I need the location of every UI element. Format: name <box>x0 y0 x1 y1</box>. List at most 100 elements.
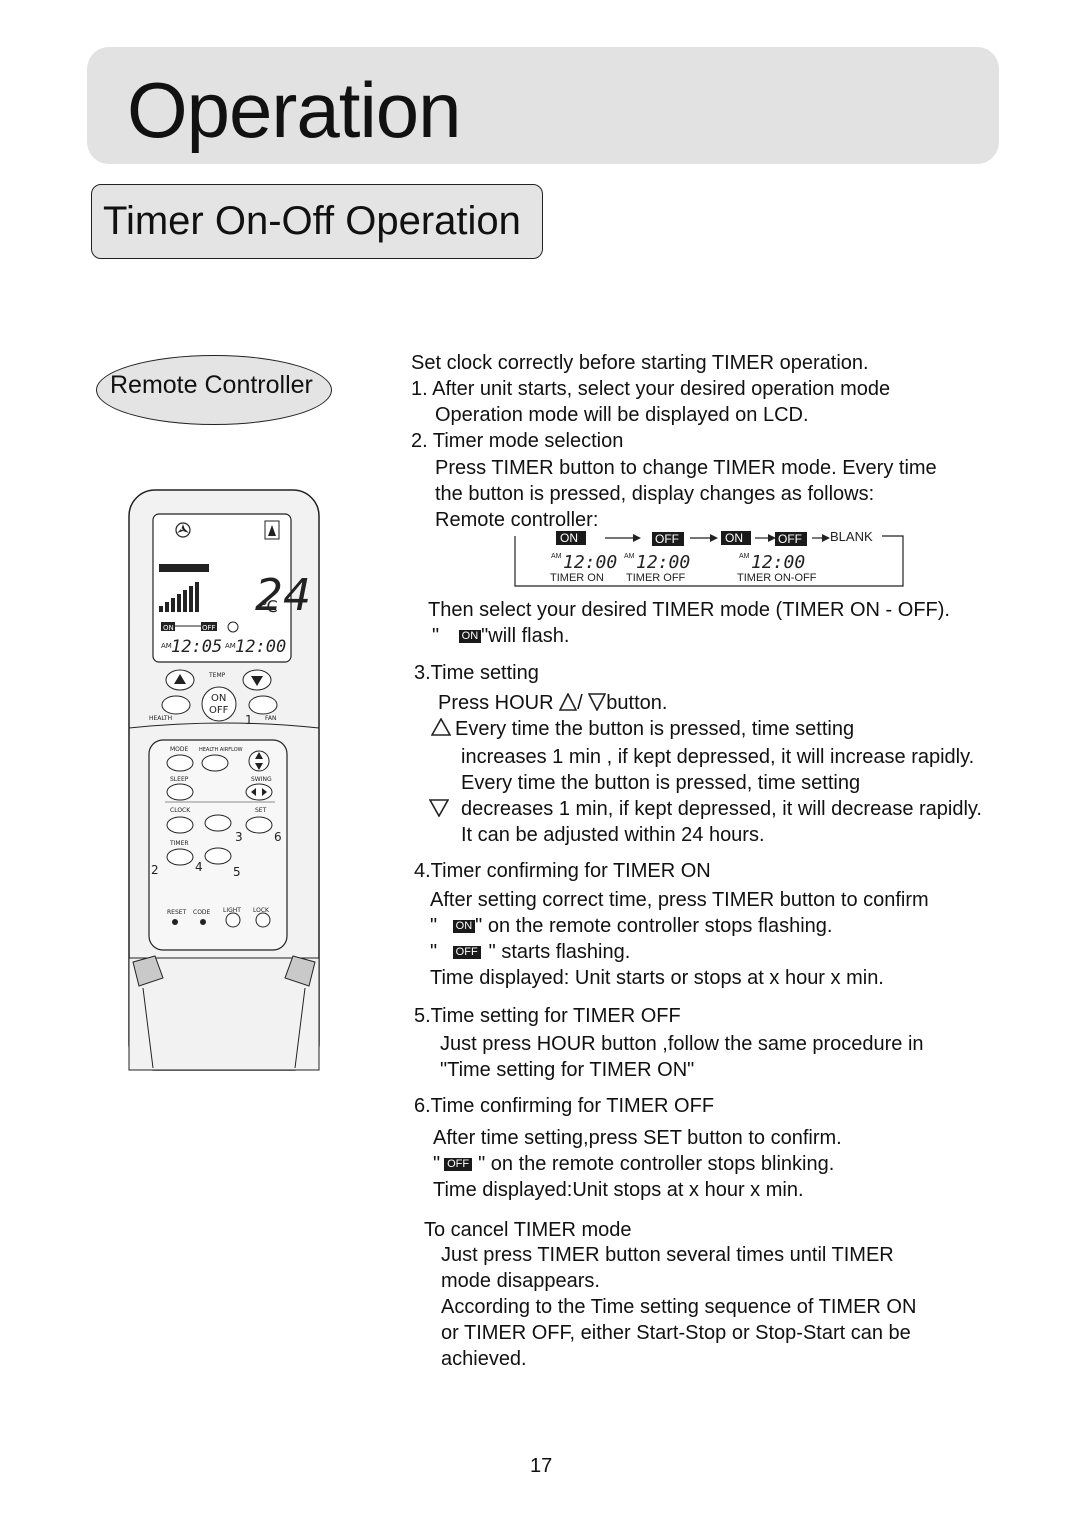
step4-line-d: Time displayed: Unit starts or stops at … <box>430 967 884 989</box>
svg-text:SWING: SWING <box>251 776 272 783</box>
lcd-am-1: AM <box>161 642 172 650</box>
step3-line-c: increases 1 min , if kept depressed, it … <box>461 746 975 768</box>
svg-text:RESET: RESET <box>167 909 187 916</box>
health-airflow-button <box>201 754 229 772</box>
title-banner <box>87 47 999 164</box>
step4-line-a: After setting correct time, press TIMER … <box>430 889 929 911</box>
step4-line-b: " ON" on the remote controller stops fla… <box>430 915 833 937</box>
diagram-caption-3: TIMER ON-OFF <box>737 572 817 584</box>
fan-button <box>248 695 278 715</box>
mode-icon <box>264 520 280 540</box>
remote-controller-illustration: 24 ℃ ON OFF AM 12:05 AM 12:00 TEMP ON OF… <box>128 489 320 1071</box>
svg-text:OFF: OFF <box>209 705 229 716</box>
lcd-screen <box>152 513 292 663</box>
light-button <box>225 912 241 928</box>
diagram-time-3: 12:00 <box>751 552 805 573</box>
step3-line-a: Press HOUR / button. <box>438 692 668 714</box>
svg-text:TIMER: TIMER <box>169 840 189 847</box>
diagram-time-1: 12:00 <box>563 552 617 573</box>
step4-line-c: " OFF" starts flashing. <box>430 941 631 963</box>
svg-text:SET: SET <box>255 807 267 814</box>
signal-icon <box>159 582 199 612</box>
mode-button <box>166 754 194 772</box>
step-marker-1: 1 <box>245 713 253 727</box>
then-line-b: " ON"will flash. <box>432 625 570 647</box>
diagram-time-2: 12:00 <box>636 552 690 573</box>
diagram-off-2: OFF <box>778 532 802 546</box>
then-line-a: Then select your desired TIMER mode (TIM… <box>428 599 950 621</box>
diagram-blank: BLANK <box>830 529 873 544</box>
timer-button <box>166 848 194 866</box>
step6-heading: 6.Time confirming for TIMER OFF <box>414 1095 715 1117</box>
step-marker-3: 3 <box>235 830 243 844</box>
triangle-down-icon <box>587 693 607 712</box>
lcd-off-indicator: OFF <box>202 624 216 632</box>
intro-text: Set clock correctly before starting TIME… <box>411 352 869 374</box>
off-badge: OFF <box>444 1158 473 1172</box>
step5-line-b: "Time setting for TIMER ON" <box>440 1059 695 1081</box>
svg-text:LIGHT: LIGHT <box>223 907 241 914</box>
step1-line-b: Operation mode will be displayed on LCD. <box>435 404 809 426</box>
svg-text:AM: AM <box>624 553 635 560</box>
cancel-line-c: According to the Time setting sequence o… <box>441 1296 917 1318</box>
cancel-line-e: achieved. <box>441 1348 527 1370</box>
hour-down-button <box>204 847 232 865</box>
step-marker-6: 6 <box>274 830 282 844</box>
lcd-time-2: 12:00 <box>235 637 286 657</box>
step2-heading: 2. Timer mode selection <box>411 430 624 452</box>
step5-line-a: Just press HOUR button ,follow the same … <box>440 1033 924 1055</box>
set-button <box>245 816 273 834</box>
svg-text:AM: AM <box>551 553 562 560</box>
section-banner <box>91 184 543 259</box>
step6-line-b: "OFF" on the remote controller stops bli… <box>433 1153 835 1175</box>
step5-heading: 5.Time setting for TIMER OFF <box>414 1005 681 1027</box>
svg-text:HEALTH AIRFLOW: HEALTH AIRFLOW <box>199 747 243 753</box>
step3-heading: 3.Time setting <box>414 662 539 684</box>
step3-line-f: It can be adjusted within 24 hours. <box>461 824 765 846</box>
page-title: Operation <box>127 66 462 154</box>
cancel-line-d: or TIMER OFF, either Start-Stop or Stop-… <box>441 1322 911 1344</box>
airflow-updown-button <box>248 750 270 772</box>
step3-line-d: Every time the button is pressed, time s… <box>461 772 861 794</box>
page-number: 17 <box>530 1455 553 1477</box>
lcd-am-2: AM <box>225 642 236 650</box>
diagram-caption-1: TIMER ON <box>550 572 604 584</box>
svg-text:SLEEP: SLEEP <box>170 776 189 783</box>
cancel-line-b: mode disappears. <box>441 1270 600 1292</box>
fan-icon <box>175 522 191 538</box>
off-badge: OFF <box>452 946 481 960</box>
svg-text:MODE: MODE <box>170 746 189 753</box>
on-badge: ON <box>452 920 476 934</box>
swing-button <box>245 783 273 801</box>
svg-text:CODE: CODE <box>193 909 211 916</box>
step3-line-b: Every time the button is pressed, time s… <box>455 718 855 740</box>
temp-label: TEMP <box>208 672 226 679</box>
triangle-up-icon <box>558 692 578 711</box>
diagram-off-1: OFF <box>655 532 679 546</box>
cancel-heading: To cancel TIMER mode <box>424 1219 632 1241</box>
remote-label: Remote Controller <box>110 371 313 399</box>
triangle-down-icon <box>429 799 449 817</box>
step-marker-5: 5 <box>233 865 241 879</box>
cancel-line-a: Just press TIMER button several times un… <box>441 1244 894 1266</box>
step6-line-a: After time setting,press SET button to c… <box>433 1127 842 1149</box>
diagram-caption-2: TIMER OFF <box>626 572 686 584</box>
svg-text:CLOCK: CLOCK <box>170 807 191 814</box>
clock-button <box>166 816 194 834</box>
step2-line-a: Press TIMER button to change TIMER mode.… <box>435 457 937 479</box>
power-button <box>201 686 237 722</box>
step2-line-b: the button is pressed, display changes a… <box>435 483 875 505</box>
step1-line-a: 1. After unit starts, select your desire… <box>411 378 891 400</box>
triangle-up-icon <box>431 718 451 736</box>
section-title: Timer On-Off Operation <box>103 199 521 243</box>
step-marker-2: 2 <box>151 863 159 877</box>
on-badge: ON <box>458 630 482 644</box>
airflow-icon <box>159 564 209 572</box>
lock-button <box>255 912 271 928</box>
diagram-on-2: ON <box>725 531 743 545</box>
remote-label-oval <box>96 355 332 425</box>
step-marker-4: 4 <box>195 860 203 874</box>
step4-heading: 4.Timer confirming for TIMER ON <box>414 860 711 882</box>
diagram-on-1: ON <box>560 531 578 545</box>
lcd-on-indicator: ON <box>163 624 174 632</box>
